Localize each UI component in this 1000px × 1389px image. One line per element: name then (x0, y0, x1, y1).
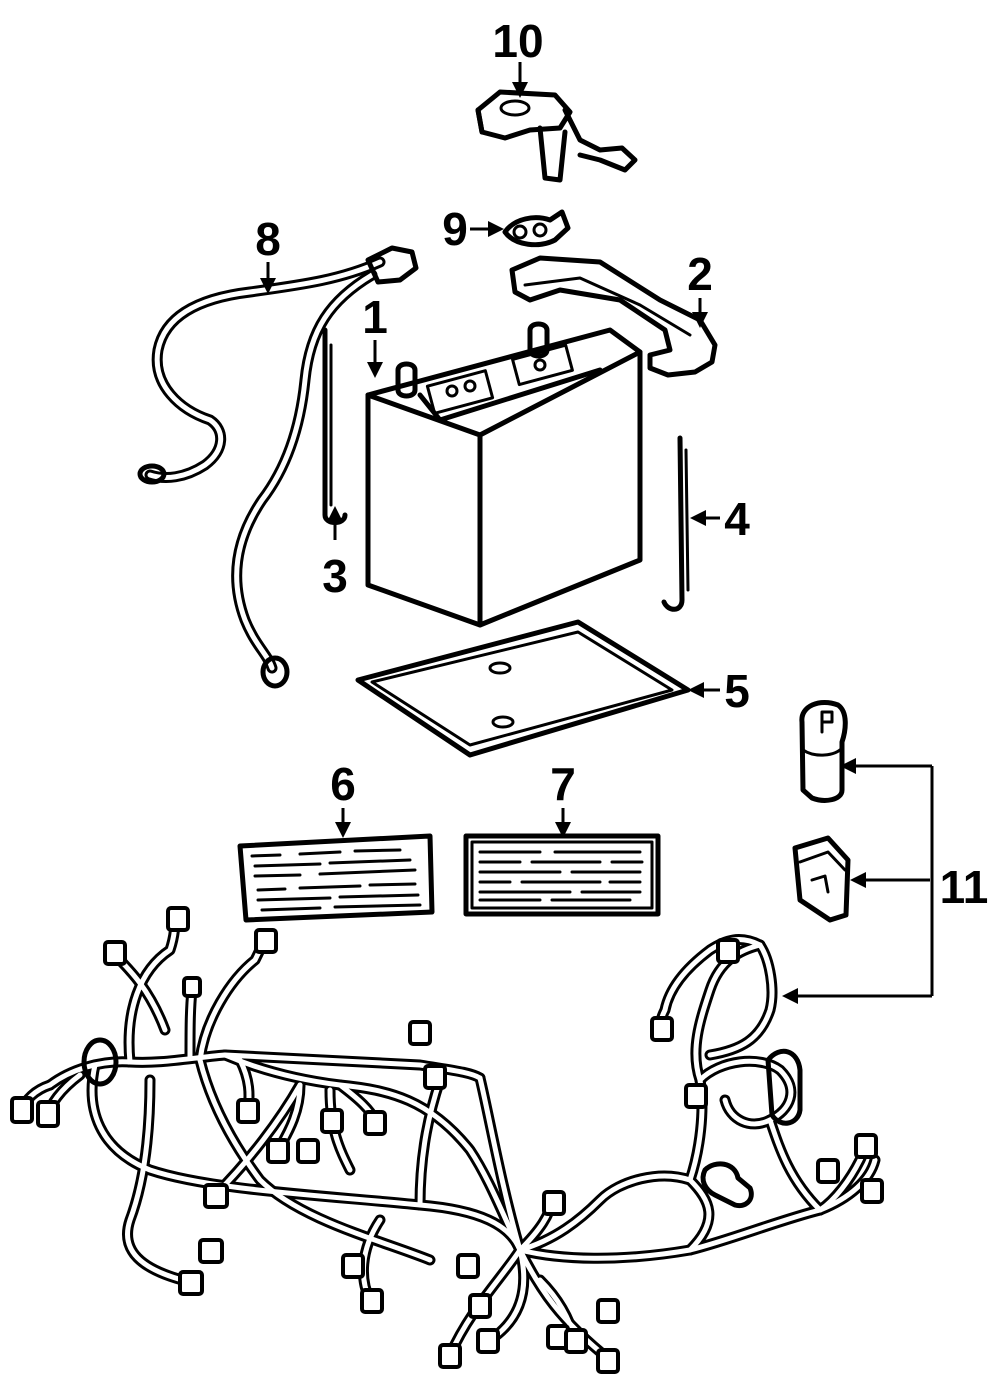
part-4-hold-down-bolt (661, 435, 690, 612)
part-9-terminal-clamp (502, 209, 571, 248)
part-5-battery-tray (355, 619, 691, 758)
part-7-label (463, 833, 661, 917)
callout-8: 8 (255, 213, 281, 265)
callout-7: 7 (550, 758, 576, 810)
callout-2: 2 (687, 248, 713, 300)
callout-1: 1 (362, 291, 388, 343)
callout-5: 5 (724, 665, 750, 717)
callout-3: 3 (322, 550, 348, 602)
callout-4: 4 (724, 493, 750, 545)
part-11-relay-top (799, 699, 848, 803)
part-3-hold-down-bolt (322, 327, 348, 525)
part-10-cover (475, 89, 638, 183)
callout-10: 10 (492, 15, 543, 67)
part-2-hold-down-bracket (509, 255, 718, 378)
part-8-battery-cable (137, 245, 419, 689)
part-1-battery (365, 321, 643, 628)
engine-wire-harness (10, 906, 884, 1374)
callout-6: 6 (330, 758, 356, 810)
callout-11: 11 (940, 861, 989, 913)
leader-lines (260, 62, 934, 1004)
callout-9: 9 (442, 203, 468, 255)
part-11-relay-bottom (792, 835, 851, 923)
part-6-label (237, 833, 435, 923)
